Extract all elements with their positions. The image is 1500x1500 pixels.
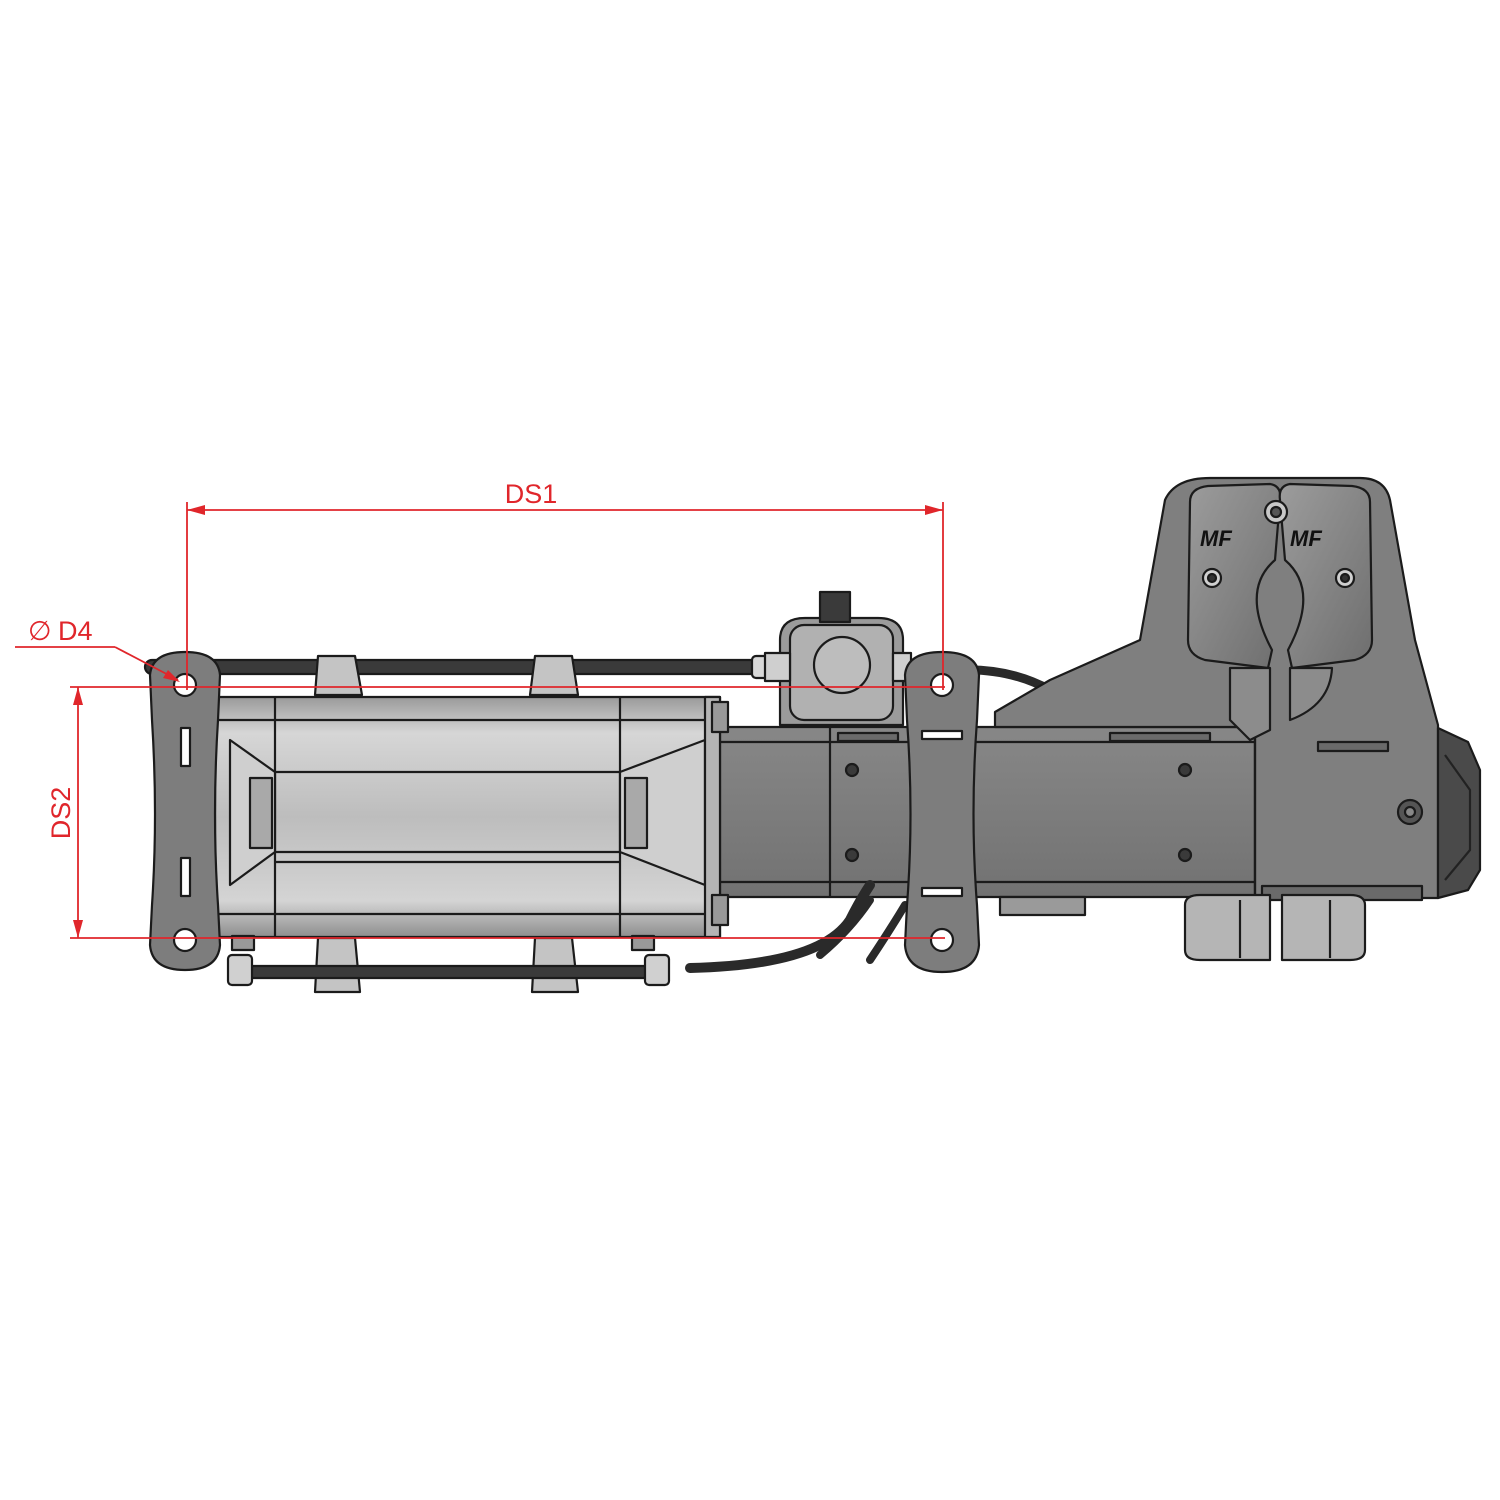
dimension-labels: DS1 DS2 ∅ D4 — [28, 479, 557, 839]
diameter-symbol: ∅ — [28, 616, 52, 646]
upper-rod — [143, 654, 794, 680]
cylinder — [213, 695, 730, 939]
logo-left: MF — [1200, 526, 1232, 551]
ds2-label: DS2 — [46, 787, 76, 840]
lower-rod — [226, 934, 671, 987]
right-mount-plate — [903, 650, 981, 974]
logo-right: MF — [1290, 526, 1322, 551]
assembly: MF MF — [143, 476, 1482, 994]
d4-label: D4 — [58, 616, 93, 646]
ds1-label: DS1 — [505, 479, 558, 509]
left-mount-plate — [148, 650, 222, 972]
sensor-block — [763, 590, 913, 727]
gripper-jaws: MF MF — [1186, 482, 1374, 742]
lower-hoses — [685, 880, 909, 973]
main-beam — [708, 725, 1257, 917]
bumper-pads — [1183, 893, 1367, 962]
dimension-lines — [15, 502, 945, 939]
